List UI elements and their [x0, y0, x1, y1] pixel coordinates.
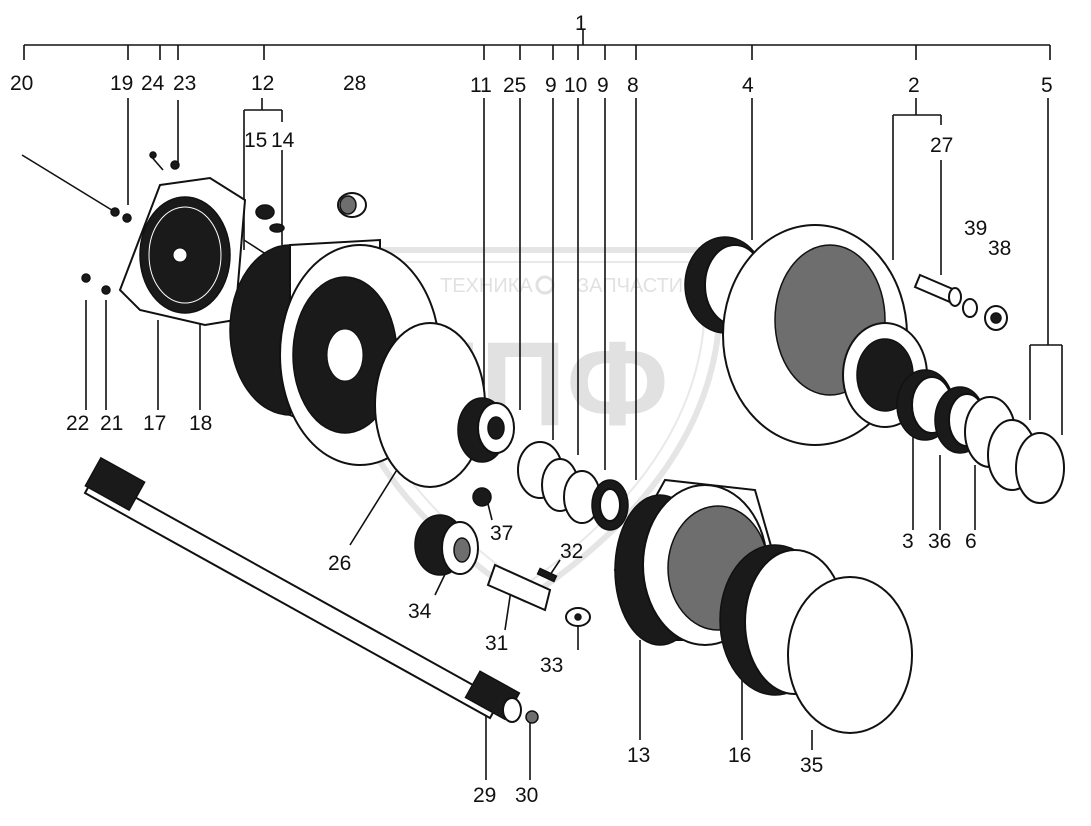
hub-bearings-and-seals [896, 369, 1065, 504]
wheel-hub [684, 224, 928, 446]
callout-3: 3 [902, 530, 914, 553]
callout-22: 22 [66, 412, 89, 435]
callout-28: 28 [343, 72, 366, 95]
callout-29: 29 [473, 784, 496, 807]
callout-11: 11 [470, 74, 492, 97]
callout-1: 1 [575, 12, 587, 35]
callout-32: 32 [560, 540, 583, 563]
callout-8: 8 [627, 74, 639, 97]
callout-24: 24 [141, 72, 165, 95]
cover-plate [118, 176, 247, 327]
drive-shaft [83, 456, 539, 724]
callout-18: 18 [189, 412, 212, 435]
ring-gear [613, 478, 777, 646]
callout-14: 14 [271, 129, 295, 152]
callout-9-top-left: 9 [545, 74, 557, 97]
callout-35: 35 [800, 754, 823, 777]
plug-and-seal [255, 192, 367, 233]
o-ring-carrier [787, 576, 913, 734]
callout-10: 10 [564, 74, 587, 97]
callout-25: 25 [503, 74, 526, 97]
callout-labels: 1 20 19 24 23 12 28 11 25 9 10 9 8 4 2 5… [10, 12, 1053, 807]
sun-gear [414, 514, 479, 576]
callout-36: 36 [928, 530, 951, 553]
callout-9-top-right: 9 [597, 74, 609, 97]
leader-lines [21, 30, 1063, 780]
callout-19: 19 [110, 72, 133, 95]
planet-gear [457, 397, 515, 463]
callout-34: 34 [408, 600, 432, 623]
callout-17: 17 [143, 412, 166, 435]
callout-4: 4 [742, 74, 754, 97]
callout-31: 31 [485, 632, 508, 655]
watermark-right-text: ЗАПЧАСТИ [577, 275, 683, 297]
callout-5: 5 [1041, 74, 1053, 97]
callout-30: 30 [515, 784, 538, 807]
axle-pin [486, 563, 591, 627]
wheel-stud-set [913, 273, 1008, 331]
callout-37: 37 [490, 522, 513, 545]
callout-39: 39 [964, 217, 987, 240]
callout-23: 23 [173, 72, 196, 95]
callout-27: 27 [930, 134, 953, 157]
callout-38: 38 [988, 237, 1011, 260]
callout-13: 13 [627, 744, 650, 767]
callout-26: 26 [328, 552, 351, 575]
bearing-rings [517, 441, 629, 531]
callout-16: 16 [728, 744, 751, 767]
gear-icon [535, 275, 555, 295]
callout-33: 33 [540, 654, 563, 677]
callout-15: 15 [244, 129, 267, 152]
cap-small [472, 487, 492, 507]
callout-21: 21 [100, 412, 123, 435]
callout-12: 12 [251, 72, 274, 95]
fastener-set-left [81, 151, 180, 295]
callout-20: 20 [10, 72, 33, 95]
callout-2: 2 [908, 74, 920, 97]
callout-6: 6 [965, 530, 977, 553]
watermark-left-text: ТЕХНИКА [440, 275, 533, 297]
